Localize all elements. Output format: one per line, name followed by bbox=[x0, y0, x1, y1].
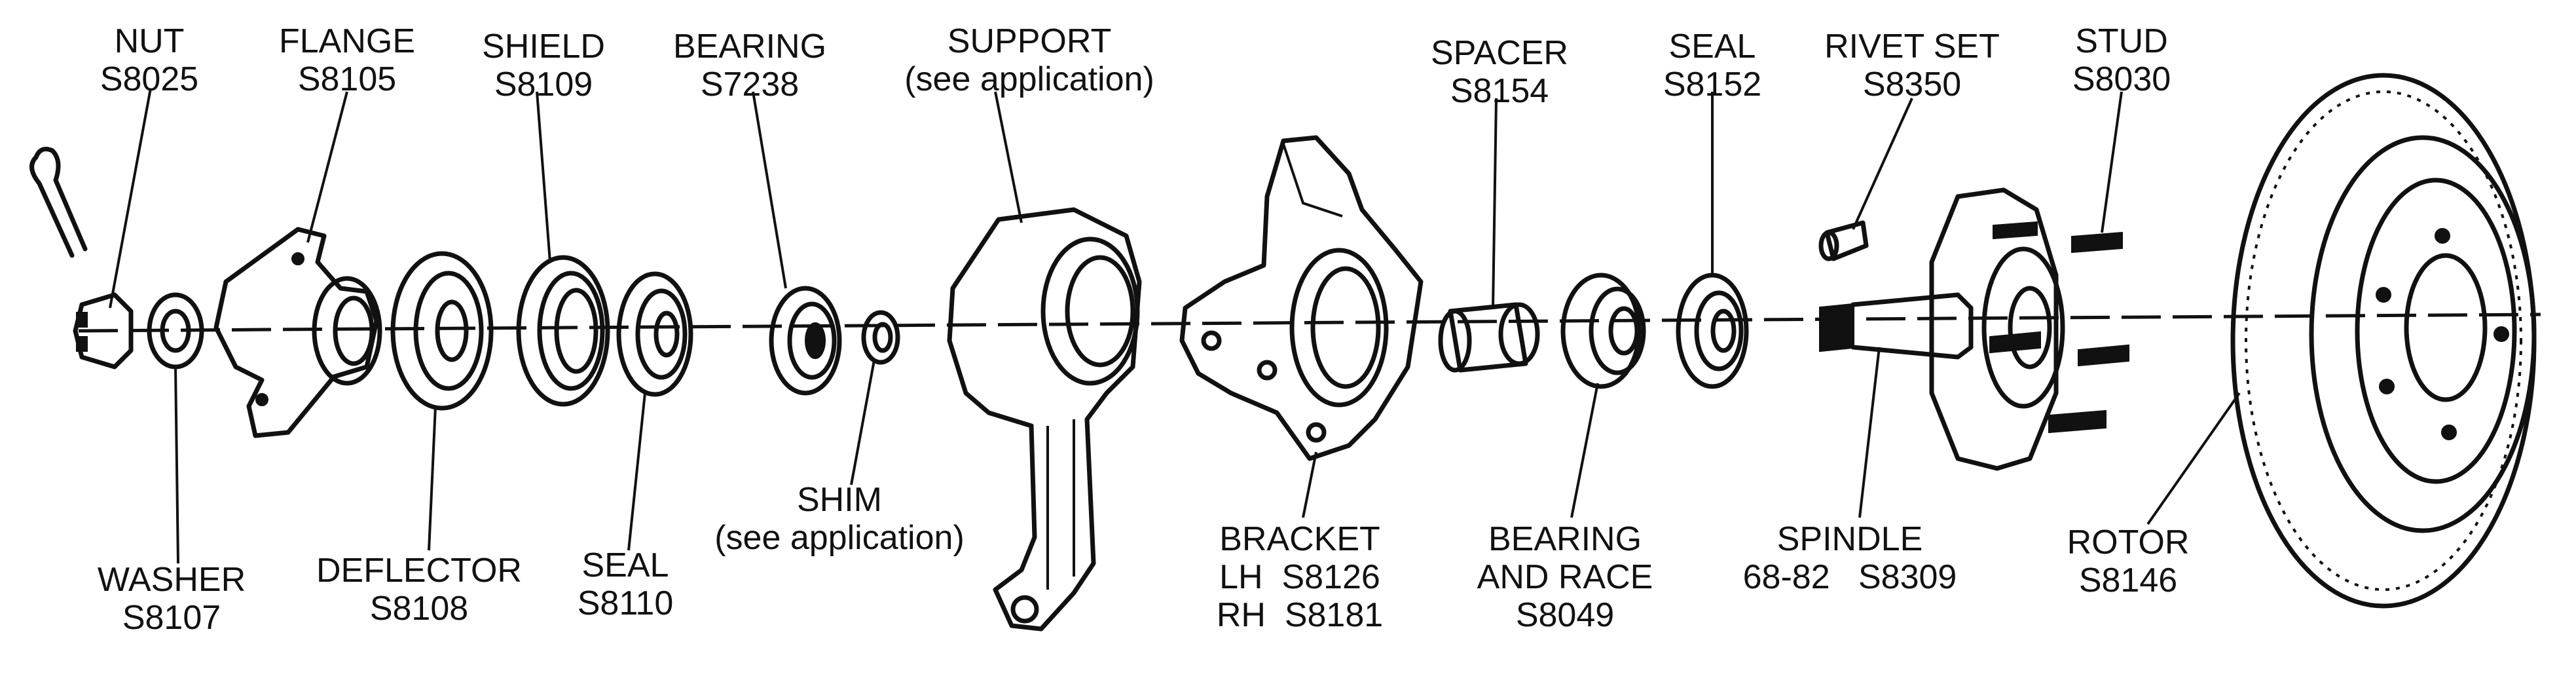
part-label-support: SUPPORT (see application) bbox=[904, 22, 1154, 98]
part-label-shim: SHIM (see application) bbox=[714, 481, 965, 557]
label-code: S8110 bbox=[578, 584, 674, 622]
shim-drawing bbox=[861, 310, 900, 365]
part-label-flange: FLANGE S8105 bbox=[279, 22, 415, 98]
assembly-axis bbox=[78, 313, 2541, 333]
part-label-spacer: SPACER S8154 bbox=[1431, 34, 1568, 110]
label-name: NUT bbox=[115, 22, 185, 60]
label-name: SUPPORT bbox=[948, 22, 1111, 60]
label-code: S8049 bbox=[1516, 596, 1614, 634]
bracket-drawing bbox=[1179, 135, 1424, 461]
rotor-drawing bbox=[2230, 73, 2537, 609]
shield-drawing bbox=[516, 255, 610, 407]
label-name: ROTOR bbox=[2067, 523, 2190, 561]
label-code: S8025 bbox=[100, 60, 198, 98]
part-label-deflector: DEFLECTOR S8108 bbox=[316, 552, 522, 628]
label-name: SEAL bbox=[1669, 28, 1756, 66]
bearing-race-drawing bbox=[1560, 273, 1646, 389]
label-code: S8109 bbox=[494, 66, 593, 104]
part-label-nut: NUT S8025 bbox=[100, 22, 198, 98]
spindle-drawing bbox=[1819, 187, 2065, 471]
label-name: STUD bbox=[2075, 22, 2168, 60]
spacer-drawing bbox=[1438, 302, 1540, 373]
support-drawing bbox=[947, 207, 1142, 632]
label-code: S8152 bbox=[1663, 66, 1761, 104]
part-label-rotor: ROTOR S8146 bbox=[2067, 523, 2190, 599]
part-label-rivet-set: RIVET SET S8350 bbox=[1824, 28, 2000, 104]
label-rh-code: RH S8181 bbox=[1217, 596, 1383, 634]
seal-inner-drawing bbox=[1676, 273, 1749, 389]
label-code: S7238 bbox=[701, 66, 799, 104]
nut-drawing bbox=[73, 292, 134, 369]
cotter-pin-drawing bbox=[29, 147, 88, 258]
part-label-seal-outer: SEAL S8110 bbox=[578, 546, 674, 622]
label-name: FLANGE bbox=[279, 22, 415, 60]
label-name: SHIELD bbox=[482, 28, 605, 66]
label-code: S8030 bbox=[2072, 60, 2171, 98]
label-name: SPACER bbox=[1431, 34, 1568, 72]
bearing-drawing bbox=[769, 286, 842, 396]
part-label-seal-inner: SEAL S8152 bbox=[1663, 28, 1761, 104]
label-name: BRACKET bbox=[1219, 520, 1380, 558]
label-name: DEFLECTOR bbox=[316, 552, 522, 590]
part-label-washer: WASHER S8107 bbox=[98, 561, 246, 637]
part-label-spindle: SPINDLE 68-82 S8309 bbox=[1743, 520, 1957, 596]
label-name: RIVET SET bbox=[1824, 28, 2000, 66]
part-label-shield: SHIELD S8109 bbox=[482, 28, 605, 104]
label-subtitle: AND RACE bbox=[1477, 558, 1653, 596]
deflector-drawing bbox=[390, 251, 494, 411]
flange-drawing bbox=[213, 227, 382, 438]
part-label-bearing: BEARING S7238 bbox=[673, 28, 826, 104]
label-name: BEARING bbox=[673, 28, 826, 66]
label-code: 68-82 S8309 bbox=[1743, 558, 1957, 596]
label-name: SEAL bbox=[582, 546, 669, 584]
stud-drawing bbox=[1989, 221, 2129, 434]
part-label-bracket: BRACKET LH S8126 RH S8181 bbox=[1217, 520, 1383, 634]
label-code: S8154 bbox=[1450, 72, 1549, 110]
label-name: SPINDLE bbox=[1777, 520, 1923, 558]
part-label-bearing-race: BEARING AND RACE S8049 bbox=[1477, 520, 1653, 634]
label-code: S8108 bbox=[370, 590, 468, 628]
label-name: BEARING bbox=[1488, 520, 1642, 558]
label-lh-code: LH S8126 bbox=[1219, 558, 1380, 596]
label-code: S8107 bbox=[122, 599, 221, 637]
label-code: (see application) bbox=[714, 519, 965, 557]
label-name: SHIM bbox=[797, 481, 882, 519]
seal-outer-drawing bbox=[616, 271, 693, 397]
label-code: (see application) bbox=[904, 60, 1154, 98]
label-name: WASHER bbox=[98, 561, 246, 599]
rivet-drawing bbox=[1818, 220, 1869, 261]
label-code: S8350 bbox=[1863, 66, 1961, 104]
part-label-stud: STUD S8030 bbox=[2072, 22, 2171, 98]
leader-lines bbox=[109, 88, 2241, 564]
label-code: S8105 bbox=[298, 60, 396, 98]
label-code: S8146 bbox=[2079, 561, 2177, 599]
